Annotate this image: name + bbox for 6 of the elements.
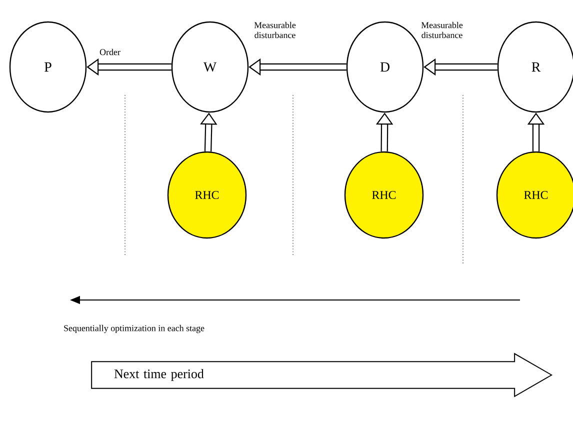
circle-node: W	[171, 21, 249, 113]
edge-label: Measurable disturbance	[254, 22, 296, 38]
edge-label: Measurable disturbance	[421, 22, 463, 38]
edge-label: Order	[100, 48, 120, 56]
caption-text: Sequentially optimization in each stage	[64, 324, 204, 334]
circle-node: P	[9, 21, 87, 113]
